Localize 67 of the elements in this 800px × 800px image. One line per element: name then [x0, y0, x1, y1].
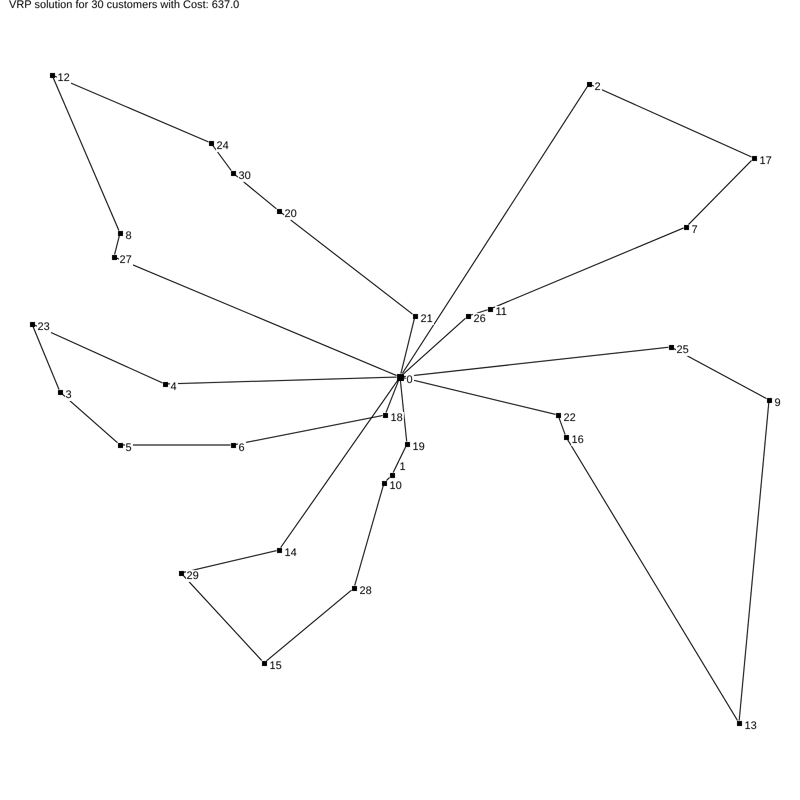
route-line	[567, 439, 738, 721]
point-label: 0	[406, 374, 414, 386]
route-line	[34, 324, 163, 384]
route-line	[492, 228, 684, 308]
route-line	[688, 160, 752, 225]
point-label: 11	[494, 306, 508, 318]
route-line	[386, 380, 400, 413]
point-label: 4	[170, 381, 178, 393]
point-label: 24	[216, 140, 230, 152]
point-label: 6	[238, 442, 246, 454]
point-label: 18	[390, 412, 404, 424]
route-line	[235, 174, 277, 210]
route-line	[470, 309, 488, 316]
route-line	[738, 402, 770, 721]
route-line	[558, 417, 566, 435]
point-label: 20	[284, 208, 298, 220]
route-line	[266, 590, 352, 662]
point-label: 13	[744, 720, 758, 732]
point-label: 14	[284, 547, 298, 559]
route-line	[122, 444, 231, 446]
chart-title: VRP solution for 30 customers with Cost: 637.0	[9, 0, 240, 11]
route-line	[403, 346, 669, 378]
route-line	[62, 394, 118, 444]
point-label: 5	[124, 442, 133, 454]
route-line	[235, 415, 383, 445]
route-line	[354, 485, 384, 586]
route-line	[54, 76, 209, 142]
route-line	[116, 258, 397, 376]
point-label: 3	[64, 389, 73, 401]
point-label: 17	[758, 155, 773, 167]
point-label: 26	[472, 313, 487, 325]
point-label: 28	[358, 585, 373, 597]
point-label: 21	[420, 313, 434, 325]
point-label: 12	[56, 72, 71, 84]
point-label: 25	[676, 344, 690, 356]
route-line	[114, 235, 120, 255]
route-line	[212, 145, 232, 171]
route-line	[402, 86, 588, 374]
route-line	[403, 377, 556, 415]
point-label: 16	[570, 434, 585, 446]
point-label: 29	[186, 570, 200, 582]
route-line	[52, 77, 120, 231]
route-line	[400, 318, 415, 374]
point-label: 27	[118, 254, 133, 266]
point-label: 15	[268, 660, 283, 672]
point-label: 23	[36, 321, 51, 333]
route-line	[386, 477, 390, 481]
point-label: 10	[388, 480, 403, 492]
route-line	[392, 446, 406, 473]
route-line	[591, 84, 752, 158]
route-line	[673, 348, 767, 400]
point-label: 19	[412, 441, 426, 453]
route-line	[32, 326, 60, 390]
route-line	[280, 380, 398, 548]
point-label: 22	[562, 412, 577, 424]
point-label: 1	[398, 461, 407, 473]
point-label: 9	[774, 397, 782, 409]
point-label: 2	[594, 81, 602, 93]
route-line	[281, 212, 413, 315]
route-line	[183, 550, 277, 573]
route-line	[403, 318, 466, 374]
point-label: 30	[238, 170, 252, 182]
point-label: 7	[690, 224, 699, 236]
point-label: 8	[124, 230, 133, 242]
route-line	[400, 380, 408, 442]
route-line	[167, 376, 397, 384]
route-line	[182, 575, 262, 661]
